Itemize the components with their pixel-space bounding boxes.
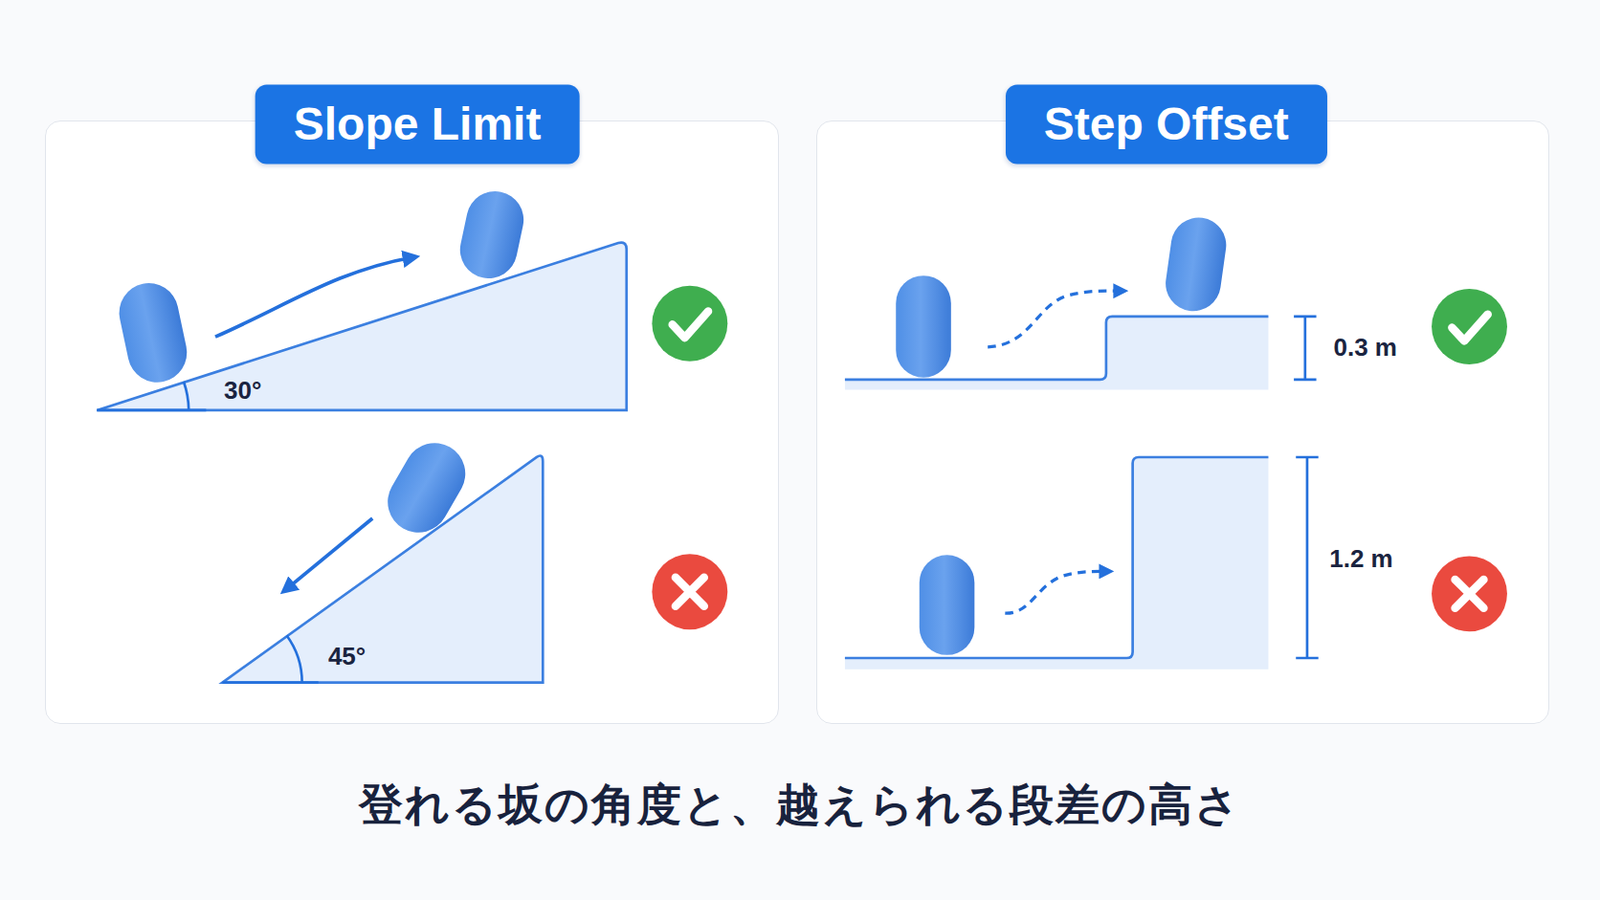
panel-heading: Slope Limit <box>255 84 580 164</box>
capsule <box>895 275 952 378</box>
capsule <box>376 431 476 544</box>
cross <box>675 577 705 607</box>
ok-mark <box>1431 288 1508 365</box>
dimension-bracket <box>1293 316 1316 380</box>
ok-mark <box>651 286 728 362</box>
panel: Slope Limit <box>44 120 779 725</box>
slope <box>96 243 626 411</box>
slope <box>222 456 543 684</box>
cross <box>1455 579 1485 609</box>
step-fill <box>844 457 1269 670</box>
capsule <box>919 555 976 656</box>
dimension-label: 1.2 m <box>1329 544 1394 575</box>
ng-mark <box>651 554 728 630</box>
caption: 登れる坂の角度と、越えられる段差の高さ <box>358 776 1242 836</box>
move-arrow <box>987 290 1123 348</box>
slide-arrow <box>286 518 374 591</box>
step <box>844 457 1269 659</box>
move-arrow <box>1004 571 1109 614</box>
dimension-bracket <box>1295 457 1318 659</box>
angle-base <box>222 681 318 685</box>
angle-arc <box>287 636 303 684</box>
panel-ground <box>44 120 779 725</box>
dimension-label: 0.3 m <box>1333 332 1398 362</box>
move-arrow <box>215 257 414 337</box>
capsule <box>454 185 529 284</box>
ng-mark <box>1431 555 1508 632</box>
capsule <box>1161 214 1230 315</box>
check <box>1451 314 1488 342</box>
check <box>672 311 709 338</box>
panel-ground <box>816 120 1550 725</box>
angle-arc <box>183 381 189 411</box>
angle-label: 45° <box>328 641 366 671</box>
capsule <box>113 277 193 388</box>
angle-label: 30° <box>223 376 262 406</box>
panel-heading: Step Offset <box>1005 84 1328 164</box>
panel: Step Offset <box>816 120 1550 725</box>
